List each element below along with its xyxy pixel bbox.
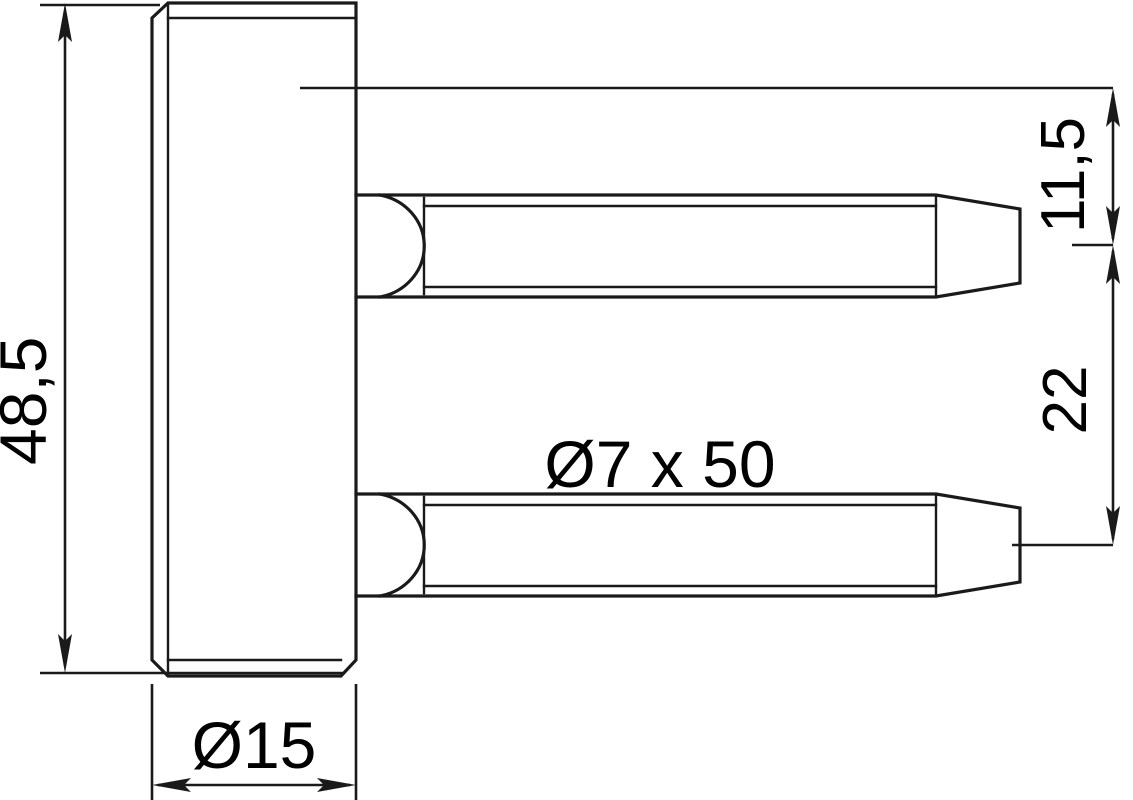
upper-pin-round-end (354, 193, 426, 299)
barrel-body (150, 1, 358, 678)
pin-specification-label: Ø7 x 50 (544, 427, 775, 501)
arrowhead-up-top-offset (1106, 88, 1120, 127)
pin-spacing-dimension: 22 (1031, 245, 1120, 545)
arrowhead-left-barrel-diameter (152, 778, 191, 792)
upper-pin-shank-and-tip (378, 193, 1022, 299)
extension-lines (40, 3, 1113, 800)
barrel-outline (150, 1, 358, 678)
arrowhead-up-overall-height (58, 3, 72, 42)
barrel-diameter-label: Ø15 (192, 708, 317, 782)
lower-pin-shank-and-tip (378, 492, 1022, 598)
arrowhead-up-pin-spacing (1106, 245, 1120, 284)
top-offset-label: 11,5 (1029, 117, 1098, 233)
arrowhead-down-top-offset (1106, 206, 1120, 245)
top-offset-dimension: 11,5 (1029, 88, 1120, 245)
lower-pin-round-end (354, 492, 426, 598)
barrel-diameter-dimension: Ø15 (152, 708, 356, 792)
overall-height-label: 48,5 (0, 337, 60, 465)
pin-spacing-label: 22 (1031, 366, 1100, 435)
pin-specification-note: Ø7 x 50 (544, 427, 775, 501)
lower-pin (354, 492, 1022, 598)
arrowhead-right-barrel-diameter (317, 778, 356, 792)
arrowhead-down-overall-height (58, 634, 72, 673)
upper-pin (354, 193, 1022, 299)
overall-height-dimension: 48,5 (0, 3, 72, 673)
arrowhead-down-pin-spacing (1106, 506, 1120, 545)
